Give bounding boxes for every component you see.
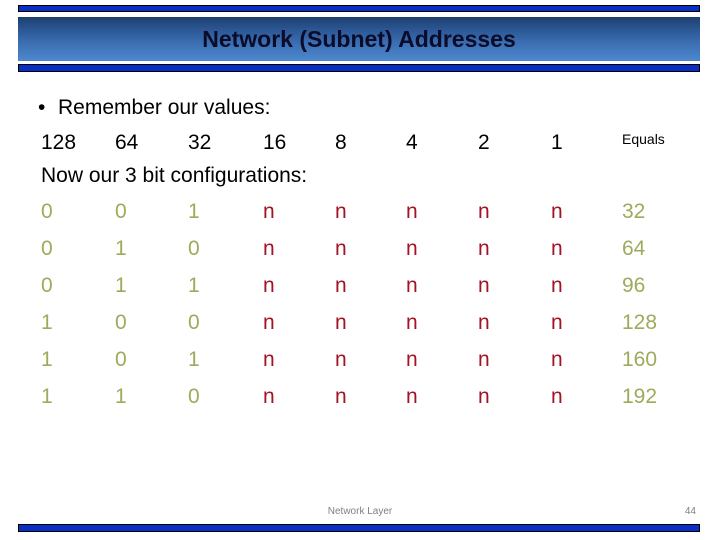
bullet-remember-values-label: Remember our values: [58, 96, 271, 119]
table-row: 1 0 0 n n n n n 128 [0, 311, 720, 348]
host-bit-cell: n [551, 274, 563, 297]
host-bit-cell: n [551, 237, 563, 260]
host-bit-cell: n [263, 348, 275, 371]
place-value-4: 4 [406, 131, 418, 154]
bit-cell: 1 [188, 200, 200, 223]
bit-cell: 1 [115, 274, 127, 297]
host-bit-cell: n [406, 274, 418, 297]
bit-cell: 1 [41, 311, 53, 334]
place-value-2: 2 [478, 131, 490, 154]
bit-cell: 1 [115, 237, 127, 260]
equals-column-header: Equals [622, 131, 665, 147]
bullet-remember-values: • Remember our values: [38, 96, 270, 120]
host-bit-cell: n [551, 385, 563, 408]
host-bit-cell: n [551, 348, 563, 371]
bit-cell: 1 [188, 348, 200, 371]
equals-value-cell: 160 [622, 348, 658, 371]
header-top-rule [18, 5, 700, 12]
table-row: 0 0 1 n n n n n 32 [0, 200, 720, 237]
table-row: 0 1 1 n n n n n 96 [0, 274, 720, 311]
slide-title-bar: Network (Subnet) Addresses [18, 17, 700, 61]
host-bit-cell: n [335, 348, 347, 371]
place-value-16: 16 [263, 131, 287, 154]
place-value-8: 8 [335, 131, 347, 154]
host-bit-cell: n [335, 311, 347, 334]
bit-configuration-table: 0 0 1 n n n n n 32 0 1 0 n n n n n 64 0 … [0, 200, 720, 422]
table-row: 0 1 0 n n n n n 64 [0, 237, 720, 274]
equals-value-cell: 32 [622, 200, 646, 223]
host-bit-cell: n [335, 274, 347, 297]
slide-content: • Remember our values: 128 64 32 16 8 4 2… [0, 96, 720, 486]
host-bit-cell: n [335, 385, 347, 408]
bit-cell: 0 [41, 237, 53, 260]
header-bottom-rule [18, 64, 700, 72]
host-bit-cell: n [551, 200, 563, 223]
equals-value-cell: 128 [622, 311, 658, 334]
bit-cell: 0 [41, 200, 53, 223]
table-row: 1 0 1 n n n n n 160 [0, 348, 720, 385]
host-bit-cell: n [263, 311, 275, 334]
bit-cell: 0 [188, 237, 200, 260]
host-bit-cell: n [263, 200, 275, 223]
host-bit-cell: n [478, 237, 490, 260]
place-value-1: 1 [551, 131, 563, 154]
host-bit-cell: n [406, 385, 418, 408]
host-bit-cell: n [406, 200, 418, 223]
bit-configurations-heading: Now our 3 bit configurations: [41, 164, 308, 187]
host-bit-cell: n [335, 237, 347, 260]
host-bit-cell: n [478, 274, 490, 297]
bullet-marker-icon: • [38, 96, 46, 119]
host-bit-cell: n [478, 348, 490, 371]
slide-number: 44 [684, 506, 696, 517]
host-bit-cell: n [263, 237, 275, 260]
bit-cell: 1 [115, 385, 127, 408]
place-value-64: 64 [115, 131, 139, 154]
bit-cell: 1 [41, 385, 53, 408]
host-bit-cell: n [406, 237, 418, 260]
host-bit-cell: n [406, 348, 418, 371]
host-bit-cell: n [335, 200, 347, 223]
place-value-32: 32 [188, 131, 212, 154]
table-row: 1 1 0 n n n n n 192 [0, 385, 720, 422]
bit-cell: 0 [115, 200, 127, 223]
host-bit-cell: n [478, 385, 490, 408]
footer-rule [18, 524, 700, 532]
equals-value-cell: 192 [622, 385, 658, 408]
host-bit-cell: n [263, 274, 275, 297]
bit-cell: 0 [115, 348, 127, 371]
host-bit-cell: n [406, 311, 418, 334]
bit-cell: 0 [41, 274, 53, 297]
host-bit-cell: n [478, 200, 490, 223]
page-title: Network (Subnet) Addresses [202, 26, 516, 52]
bit-cell: 0 [188, 311, 200, 334]
host-bit-cell: n [478, 311, 490, 334]
bit-cell: 0 [188, 385, 200, 408]
bit-cell: 1 [188, 274, 200, 297]
footer-note: Network Layer [327, 506, 393, 517]
host-bit-cell: n [551, 311, 563, 334]
place-value-128: 128 [41, 131, 77, 154]
host-bit-cell: n [263, 385, 275, 408]
equals-value-cell: 64 [622, 237, 646, 260]
equals-value-cell: 96 [622, 274, 646, 297]
bit-cell: 1 [41, 348, 53, 371]
bit-cell: 0 [115, 311, 127, 334]
place-values-row: 128 64 32 16 8 4 2 1 Equals [0, 131, 720, 159]
